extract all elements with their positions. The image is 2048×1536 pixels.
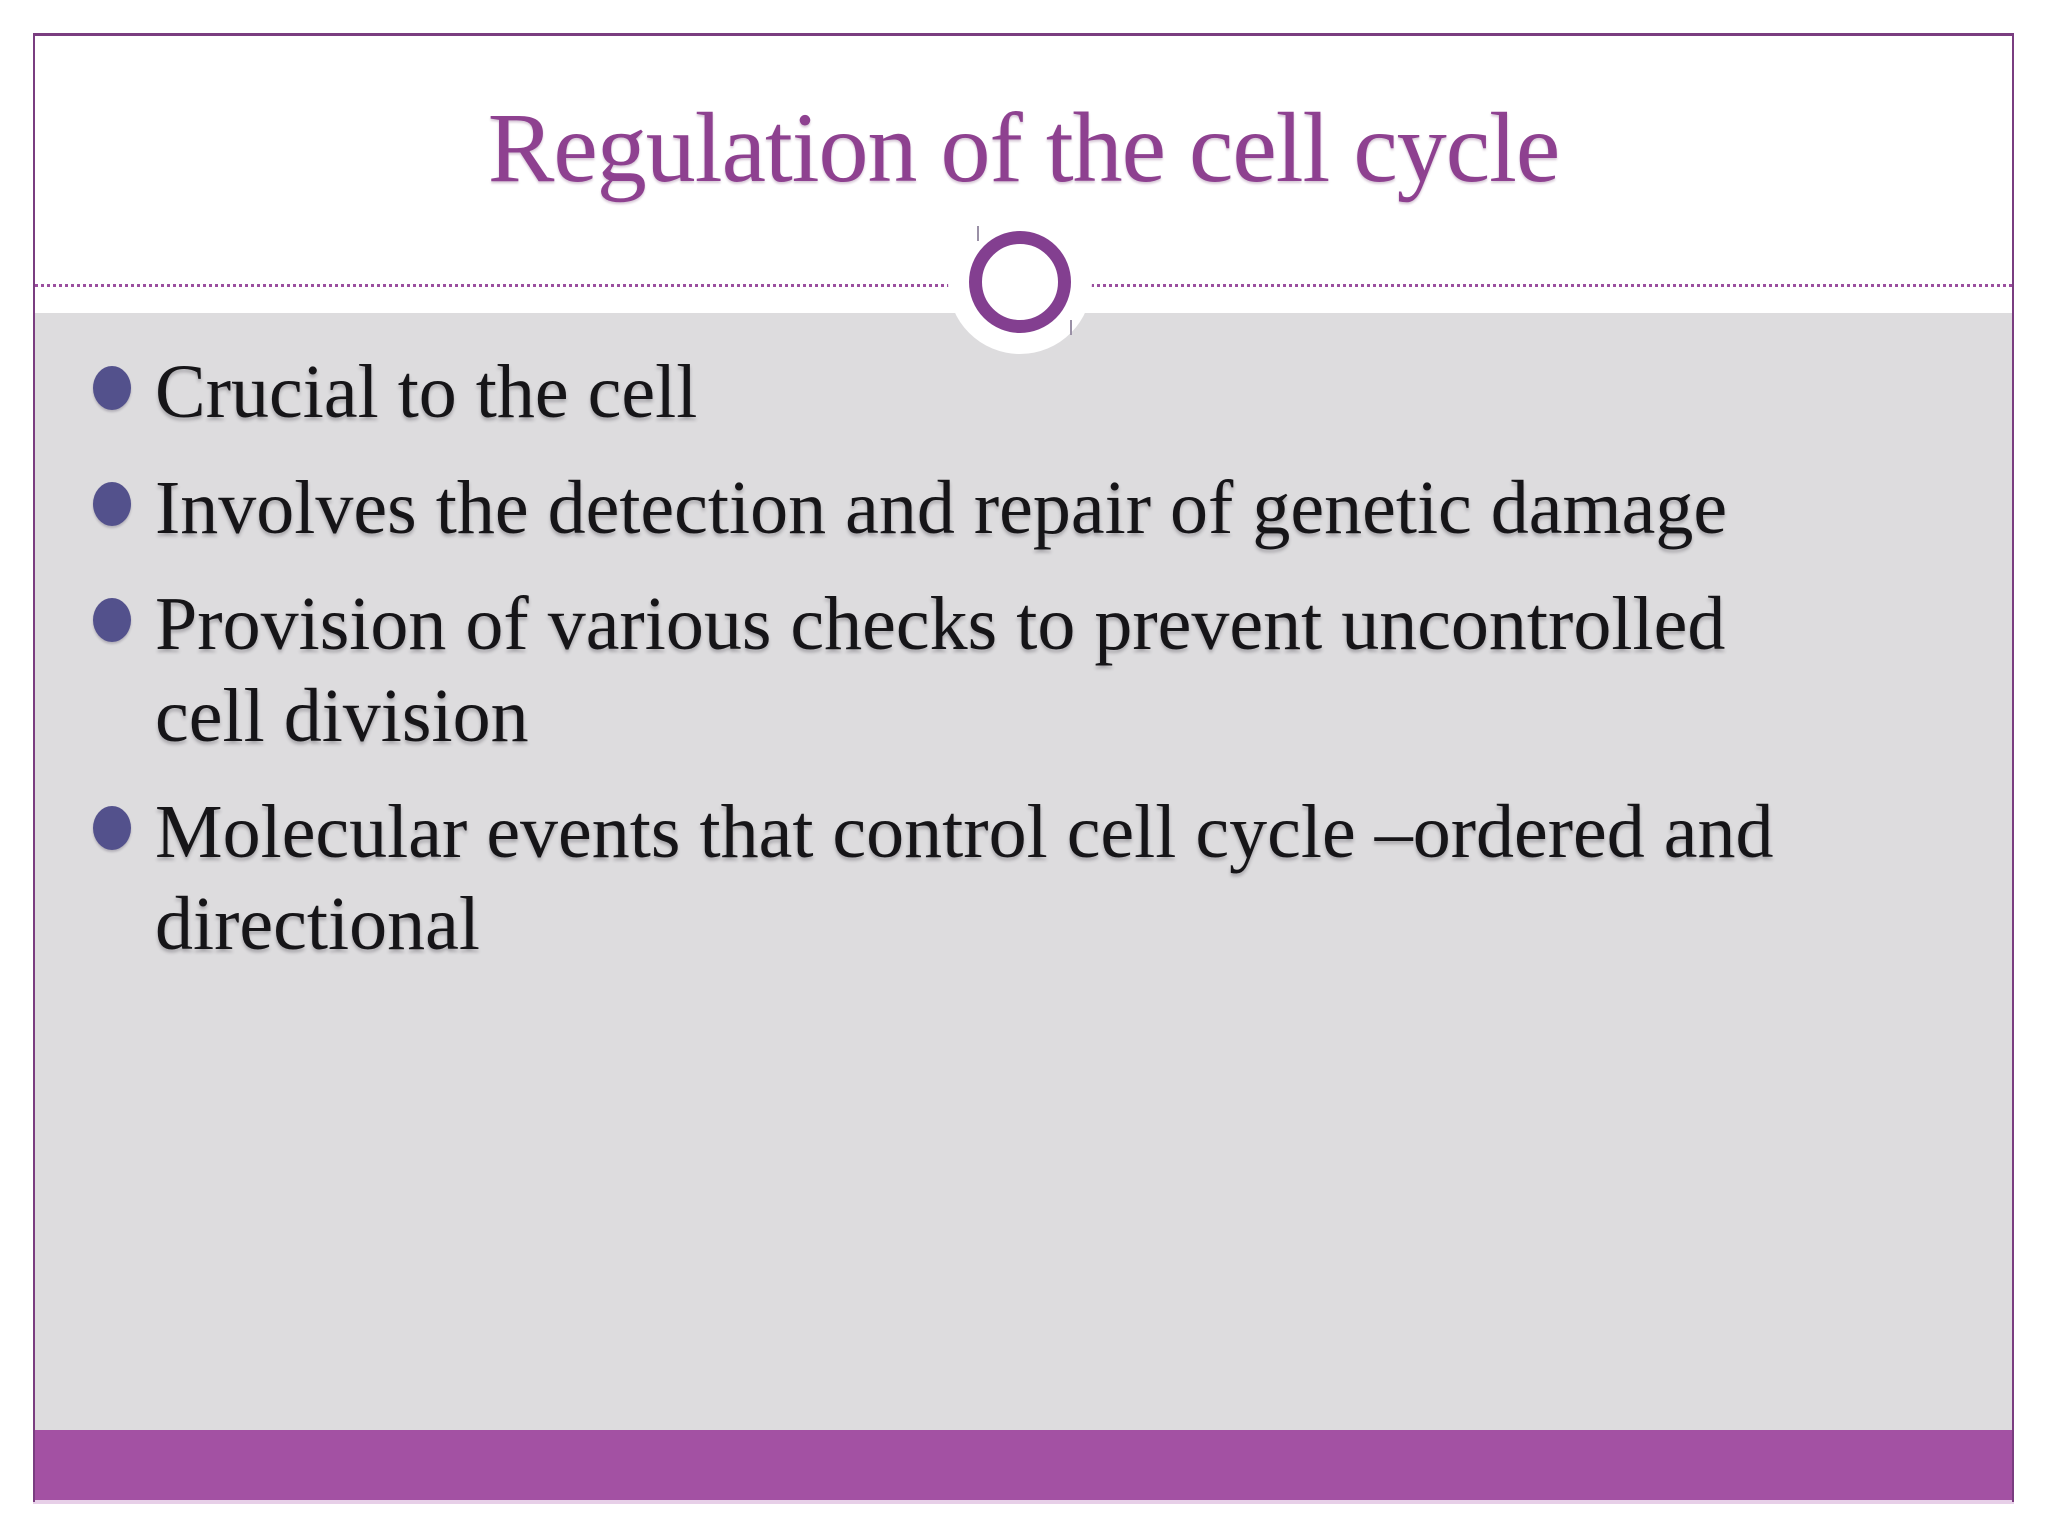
bullet-list: Crucial to the cell Involves the detecti…: [93, 346, 1983, 994]
bullet-item: Provision of various checks to prevent u…: [93, 578, 1983, 762]
bullet-item: Molecular events that control cell cycle…: [93, 786, 1983, 970]
bullet-icon: [93, 482, 131, 526]
bullet-text: Involves the detection and repair of gen…: [155, 466, 1728, 550]
bullet-text: Molecular events that control cell cycle…: [155, 790, 1774, 966]
title-area: Regulation of the cell cycle: [33, 90, 2014, 205]
bullet-icon: [93, 806, 131, 850]
separator-tick-icon: [977, 226, 979, 241]
bullet-icon: [93, 598, 131, 642]
content-area: [35, 313, 2012, 1430]
separator-tick-icon: [1070, 320, 1072, 335]
footer-accent-bar: [33, 1430, 2014, 1500]
bullet-icon: [93, 366, 131, 410]
slide-title: Regulation of the cell cycle: [487, 92, 1561, 203]
bullet-item: Involves the detection and repair of gen…: [93, 462, 1983, 554]
bullet-text: Provision of various checks to prevent u…: [155, 582, 1726, 758]
footer-underline: [33, 1500, 2014, 1504]
circle-ornament-icon: [969, 231, 1071, 333]
bullet-text: Crucial to the cell: [155, 350, 698, 434]
bullet-item: Crucial to the cell: [93, 346, 1983, 438]
